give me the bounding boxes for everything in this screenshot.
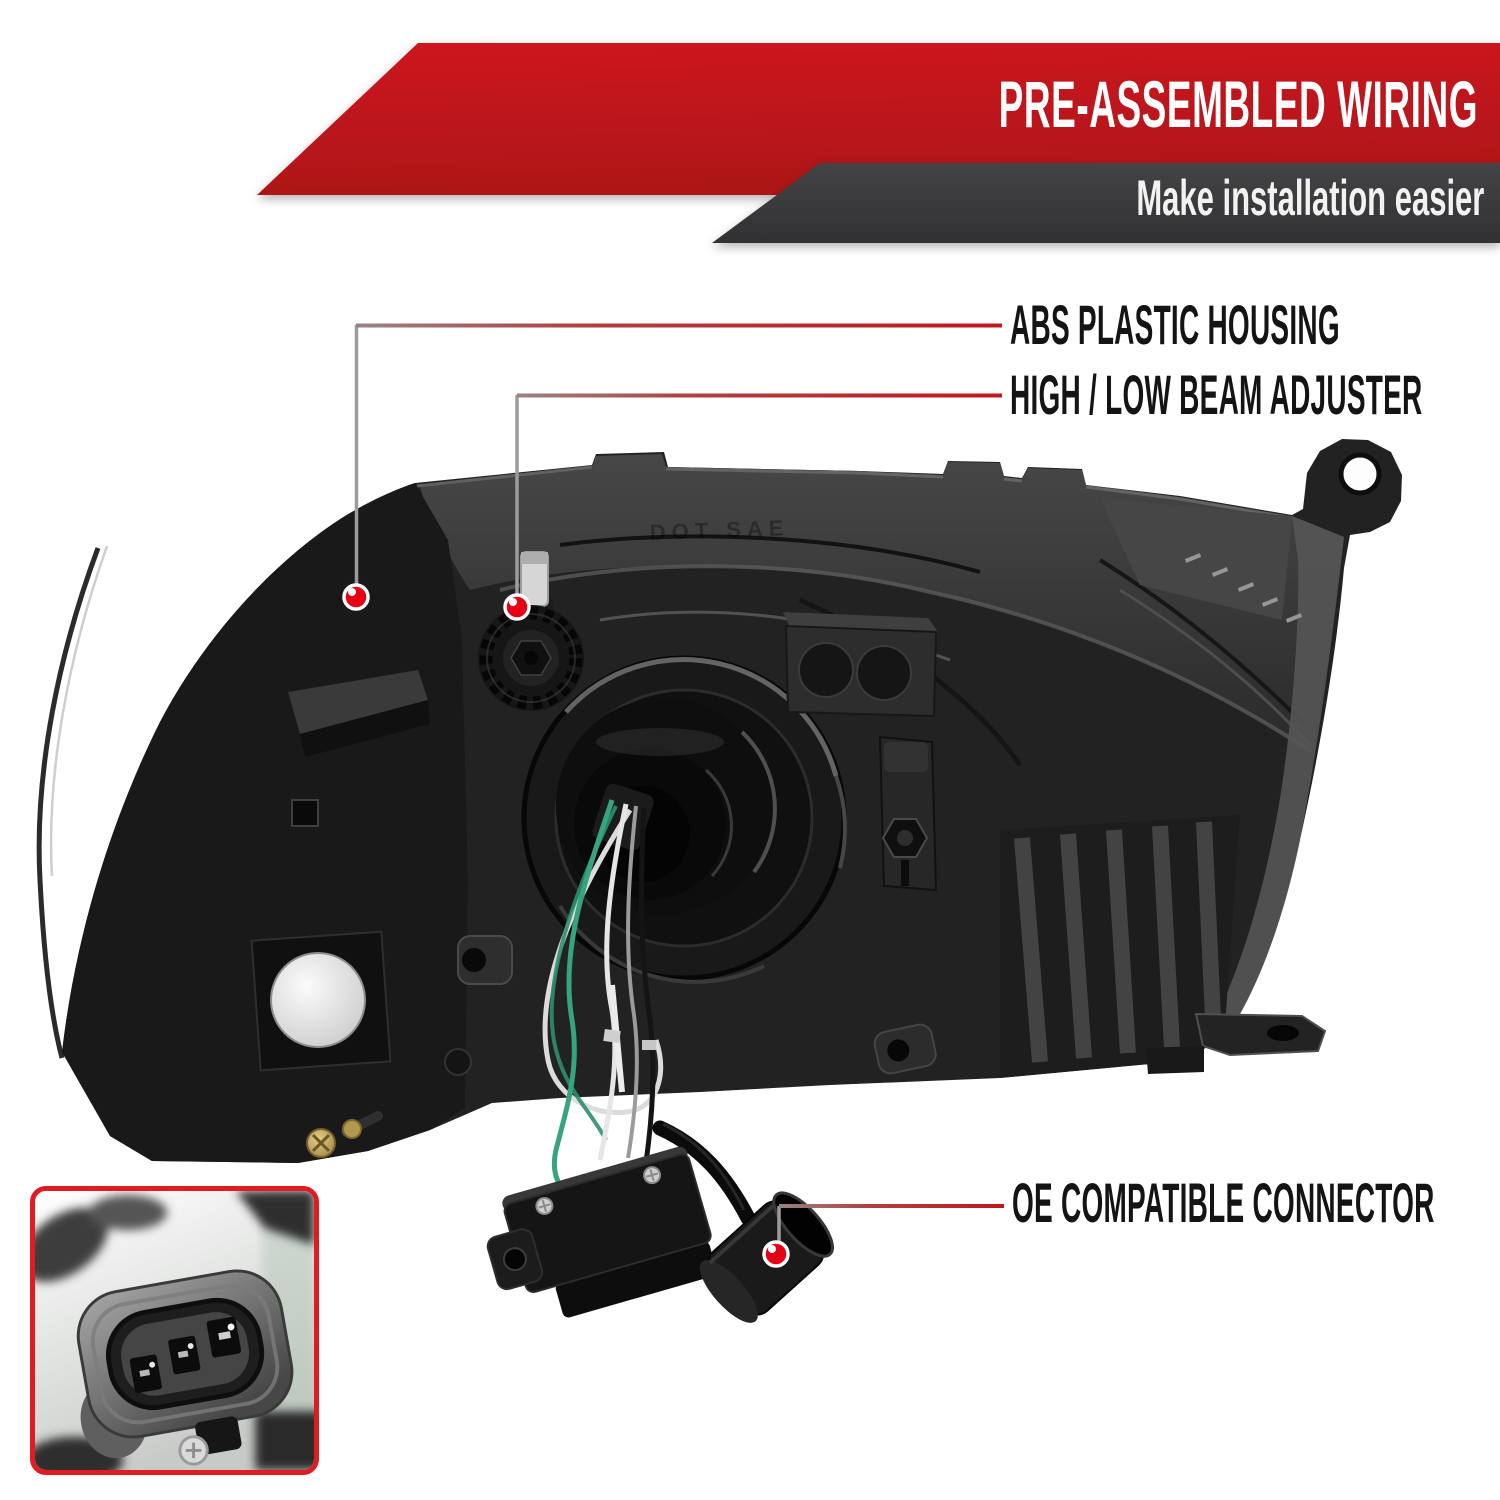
adjuster-boss — [457, 935, 513, 985]
callout-label-abs-plastic-housing: ABS PLASTIC HOUSING — [1010, 293, 1340, 356]
projector-dome — [521, 655, 847, 984]
callout-label-high-low-beam-adjuster: HIGH / LOW BEAM ADJUSTER — [1010, 363, 1423, 426]
igniter-box — [486, 1146, 717, 1318]
wiring-block — [783, 612, 938, 718]
connector-closeup-photo — [35, 1191, 314, 1470]
headlight-housing: DOT SAE — [62, 439, 1402, 1163]
lower-stub — [444, 1048, 472, 1076]
red-banner — [257, 43, 1500, 195]
mounting-ear-hole — [1338, 452, 1382, 496]
callout-label-oe-compatible-connector: OE COMPATIBLE CONNECTOR — [1012, 1171, 1435, 1234]
inset-screw — [178, 1435, 209, 1466]
out-of-focus-wires — [35, 1191, 314, 1470]
banner-title: PRE-ASSEMBLED WIRING — [622, 71, 1478, 137]
callout-lines — [354, 323, 1004, 1246]
banner-title-text: PRE-ASSEMBLED WIRING — [998, 67, 1478, 141]
right-bracket — [878, 735, 938, 892]
left-bracket-shelf — [288, 670, 430, 757]
brass-screw — [306, 1111, 383, 1158]
marker-dot-abs — [342, 583, 370, 611]
dark-banner — [712, 163, 1500, 243]
marker-dot-beam — [503, 593, 531, 621]
top-rim — [416, 465, 1293, 520]
lower-boss — [873, 1023, 937, 1075]
marker-dot-oe — [762, 1240, 790, 1268]
igniter-screws — [535, 1166, 662, 1215]
beam-adjuster-wheel — [478, 551, 584, 711]
top-surface — [420, 454, 1344, 752]
connector-pins — [129, 1316, 242, 1394]
mounting-tab — [1146, 1012, 1327, 1074]
connector-socket — [76, 1269, 294, 1459]
connector-inset-box — [30, 1186, 319, 1475]
banner-subtitle: Make installation easier — [923, 173, 1484, 223]
ribbed-corner — [1000, 815, 1240, 1078]
lens-edge — [36, 545, 109, 1059]
square-vent-hole — [291, 799, 319, 827]
callout-dots — [342, 583, 790, 1268]
bulb-access-cap — [250, 930, 392, 1072]
right-side-panel — [1100, 498, 1344, 1050]
wiring-harness — [542, 783, 756, 1226]
banner-subtitle-text: Make installation easier — [1135, 170, 1484, 226]
header-banners — [257, 43, 1500, 243]
embossed-mark: DOT SAE — [649, 515, 790, 545]
